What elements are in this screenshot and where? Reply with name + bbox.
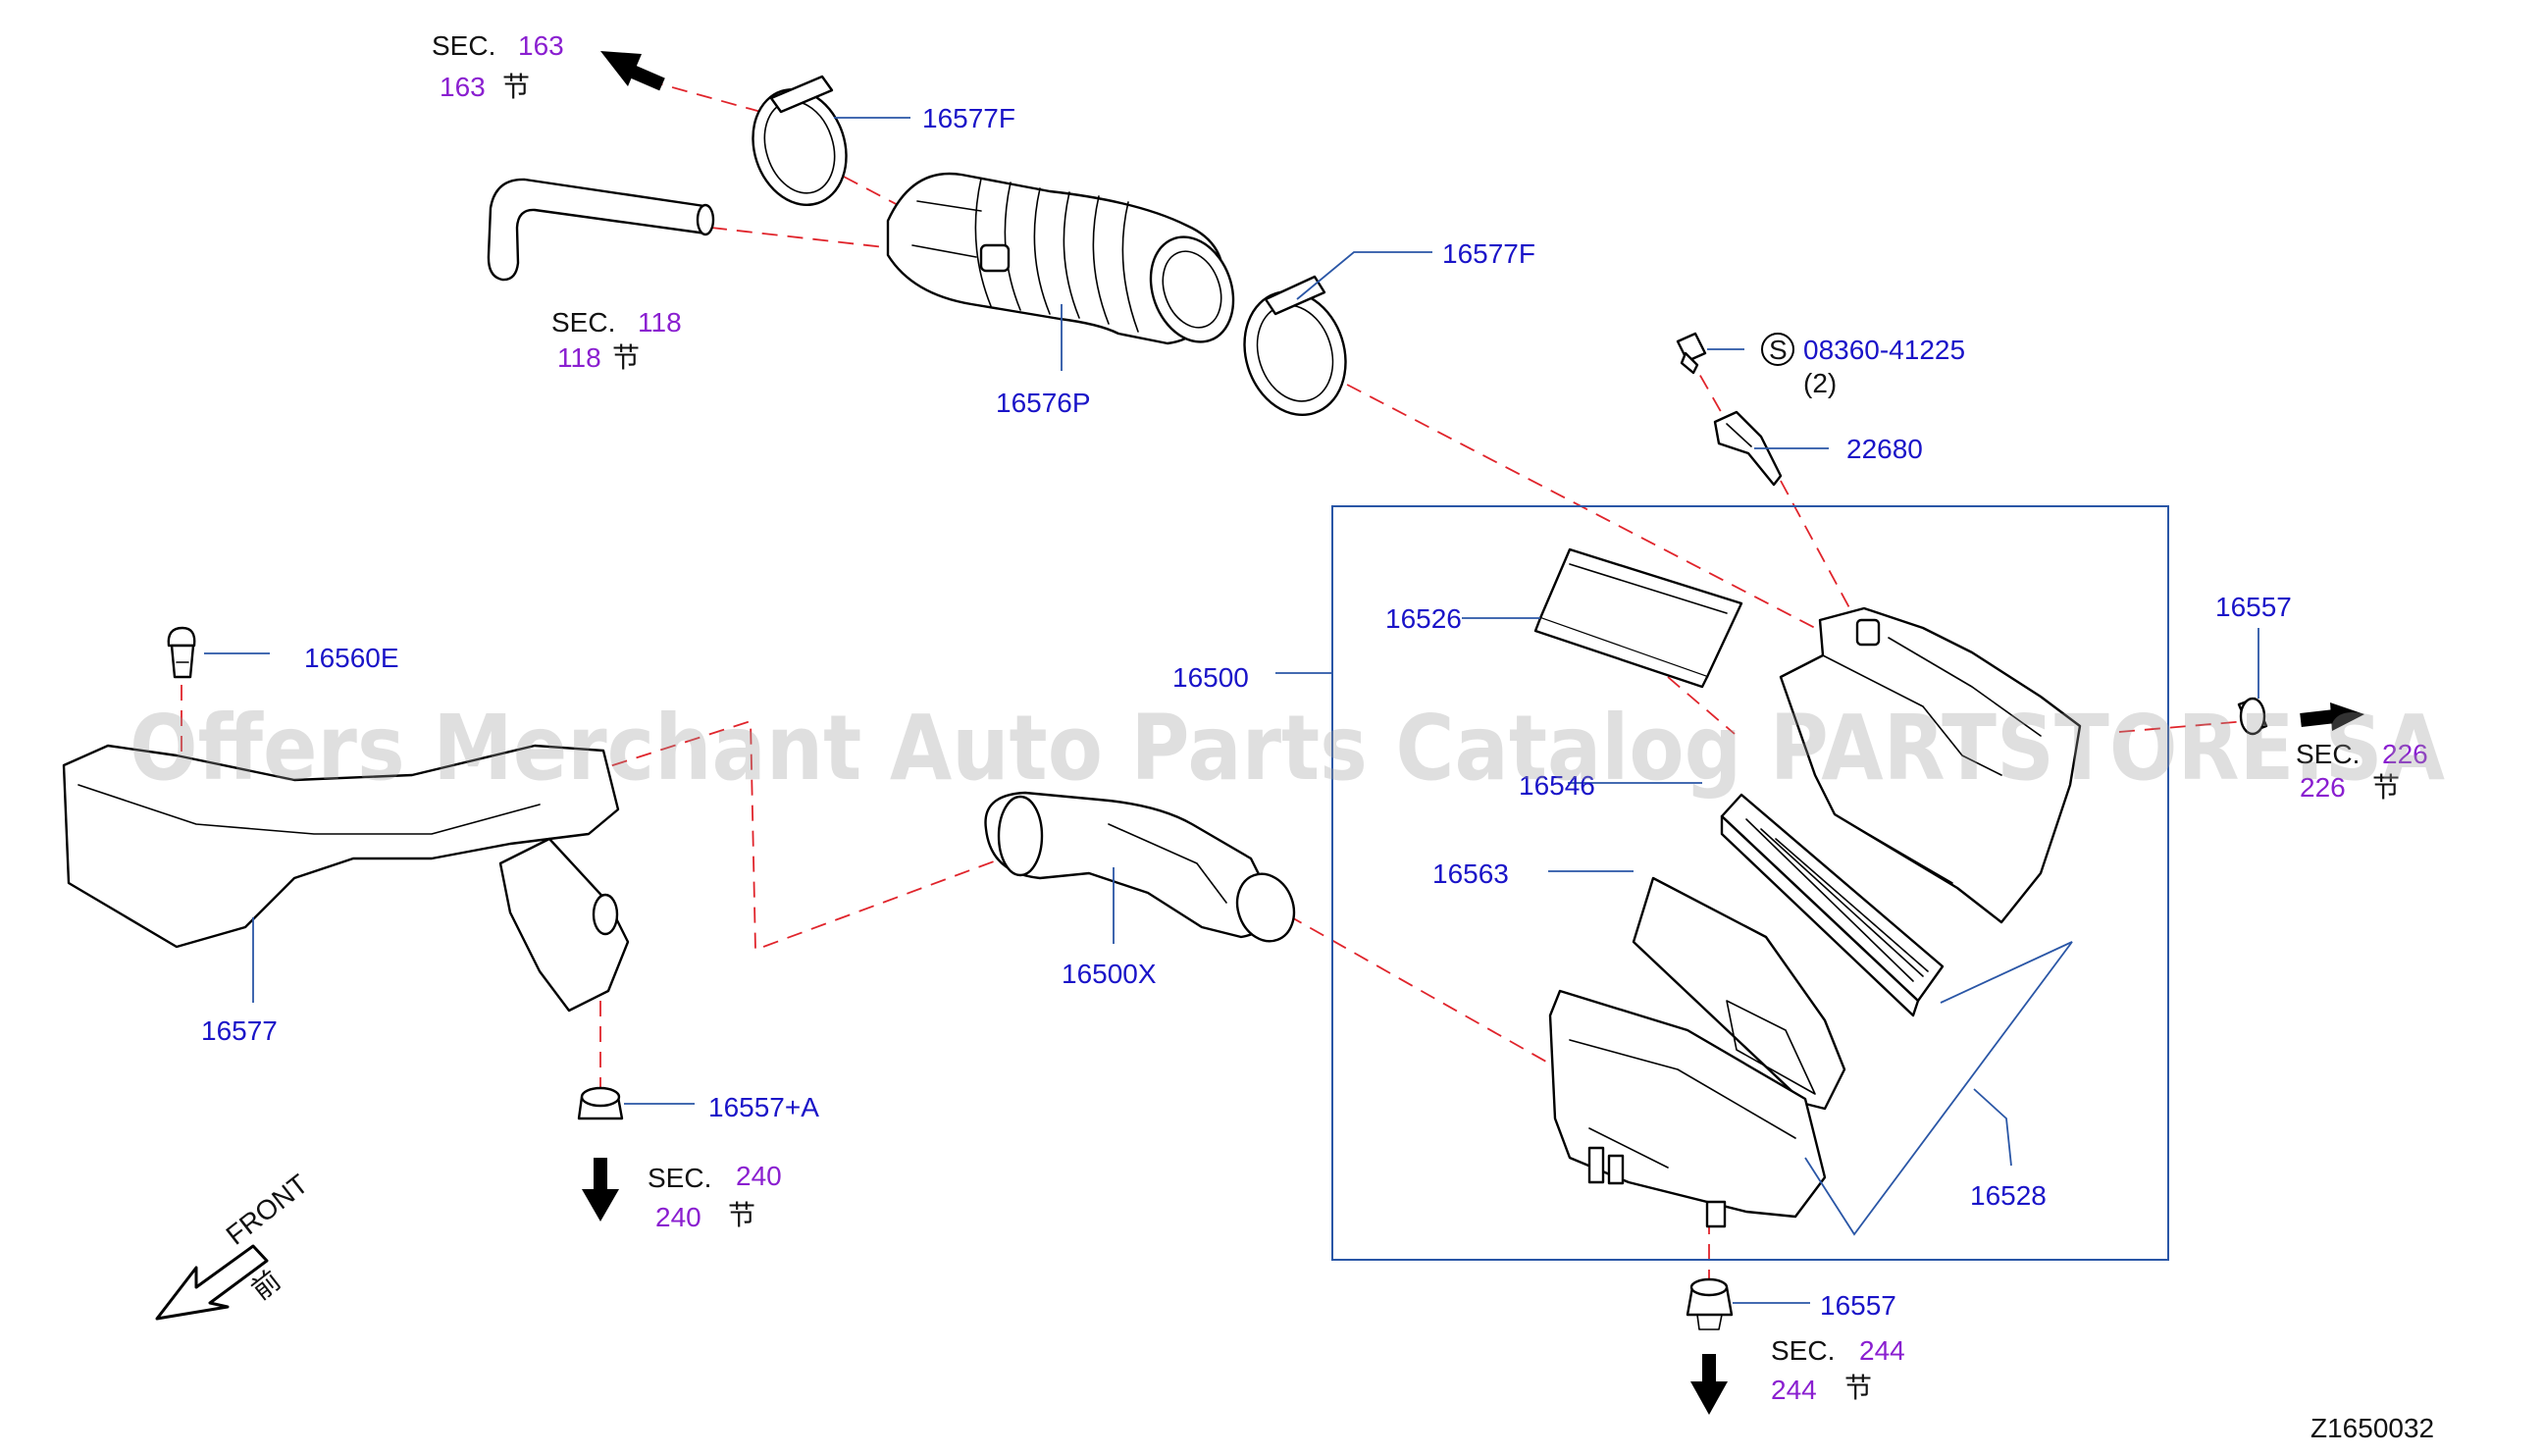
- section-sub-number: 118: [557, 342, 601, 373]
- section-ref-244[interactable]: SEC. 244 244 节: [1771, 1335, 1905, 1405]
- section-number: 118: [638, 307, 682, 338]
- section-prefix: SEC.: [648, 1163, 711, 1193]
- part-quantity: (2): [1803, 368, 1837, 398]
- arrow-to-sec-163: [600, 51, 665, 91]
- section-prefix: SEC.: [2296, 739, 2360, 769]
- section-cjk-suffix: 节: [612, 341, 640, 374]
- label-leader-lines: [204, 117, 2259, 1304]
- intake-duct[interactable]: [1632, 876, 1846, 1111]
- part-label-08360-41225[interactable]: 08360-41225: [1803, 335, 1965, 365]
- section-number: 244: [1859, 1335, 1905, 1366]
- part-label-16500[interactable]: 16500: [1172, 662, 1249, 693]
- section-cjk-suffix: 节: [1844, 1372, 1872, 1404]
- part-label-16528[interactable]: 16528: [1970, 1180, 2047, 1211]
- clip[interactable]: [167, 626, 196, 679]
- front-label: FRONT: [221, 1169, 314, 1251]
- vent-hose[interactable]: [487, 178, 715, 282]
- part-label-16577f-lower[interactable]: 16577F: [1442, 238, 1535, 269]
- mass-air-flow-sensor[interactable]: [1713, 410, 1783, 487]
- part-label-16577f-upper[interactable]: 16577F: [922, 103, 1015, 133]
- direction-arrows: [582, 51, 2364, 1415]
- part-label-16546[interactable]: 16546: [1519, 770, 1595, 801]
- part-label-16576p[interactable]: 16576P: [996, 388, 1091, 418]
- grommet-bottom[interactable]: [1686, 1277, 1734, 1330]
- part-label-16526[interactable]: 16526: [1385, 603, 1462, 634]
- section-sub-number: 244: [1771, 1375, 1817, 1405]
- arrow-to-sec-244: [1690, 1354, 1728, 1415]
- section-number: 226: [2382, 739, 2428, 769]
- section-sub-number: 240: [655, 1202, 701, 1232]
- air-cleaner-assembly-box: [1331, 505, 2169, 1261]
- part-label-16563[interactable]: 16563: [1432, 858, 1509, 889]
- section-cjk-suffix: 节: [728, 1199, 755, 1231]
- screw[interactable]: [1676, 332, 1707, 375]
- part-label-16500x[interactable]: 16500X: [1062, 959, 1157, 989]
- arrow-to-sec-240: [582, 1158, 619, 1222]
- part-label-22680[interactable]: 22680: [1846, 434, 1923, 464]
- air-intake-duct[interactable]: [886, 172, 1247, 353]
- standard-part-symbol: S: [1769, 335, 1788, 365]
- section-sub-number: 163: [440, 72, 486, 102]
- grommet-right[interactable]: [2237, 697, 2268, 736]
- standard-part-symbol-circle: [1761, 333, 1794, 366]
- section-sub-number: 226: [2300, 772, 2346, 803]
- section-prefix: SEC.: [551, 307, 615, 338]
- section-ref-226[interactable]: SEC. 226 226 节: [2296, 739, 2428, 804]
- part-label-16557-right[interactable]: 16557: [2215, 592, 2292, 622]
- section-ref-163[interactable]: SEC. 163 163 节: [432, 30, 564, 103]
- air-duct-left[interactable]: [62, 744, 630, 1013]
- part-label-16557-bottom[interactable]: 16557: [1820, 1290, 1896, 1321]
- section-ref-118[interactable]: SEC. 118 118 节: [551, 307, 682, 374]
- part-number-labels: 16577F 16577F 16576P S 08360-41225 (2) 2…: [201, 103, 2292, 1321]
- section-cjk-suffix: 节: [2372, 771, 2400, 804]
- part-label-16557-a[interactable]: 16557+A: [708, 1092, 819, 1122]
- assembly-dashed-lines: [181, 79, 2248, 1280]
- air-cleaner-upper-case[interactable]: [1779, 606, 2082, 924]
- air-filter-element[interactable]: [1720, 793, 1945, 1017]
- resonator[interactable]: [1533, 547, 1743, 689]
- air-inlet-duct[interactable]: [984, 791, 1304, 949]
- watermark: Offers Merchant Auto Parts Catalog PARTS…: [130, 696, 2445, 801]
- section-prefix: SEC.: [1771, 1335, 1835, 1366]
- grommet-left[interactable]: [577, 1086, 624, 1120]
- hose-clamp-lower[interactable]: [1229, 275, 1362, 428]
- diagram-id: Z1650032: [2310, 1413, 2434, 1443]
- part-label-16560e[interactable]: 16560E: [304, 643, 399, 673]
- section-prefix: SEC.: [432, 30, 495, 61]
- arrow-to-sec-226: [2300, 702, 2364, 731]
- section-number: 163: [518, 30, 564, 61]
- section-cjk-suffix: 节: [502, 71, 530, 103]
- section-ref-240[interactable]: SEC. 240 240 节: [648, 1161, 782, 1232]
- part-label-16577[interactable]: 16577: [201, 1015, 278, 1046]
- section-number: 240: [736, 1161, 782, 1191]
- air-cleaner-lower-case[interactable]: [1548, 989, 1827, 1228]
- front-direction-indicator: FRONT 前: [155, 1169, 314, 1321]
- hose-clamp-upper[interactable]: [739, 75, 861, 217]
